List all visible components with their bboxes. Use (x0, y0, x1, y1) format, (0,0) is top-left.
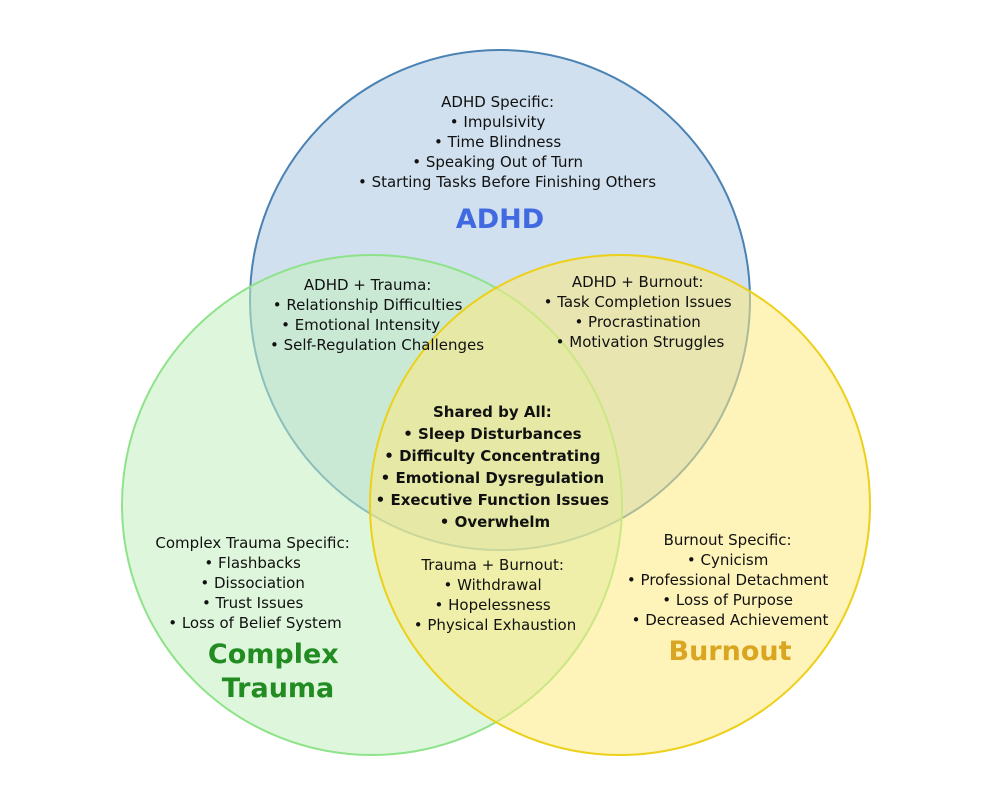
shared-by-all-item: • Sleep Disturbances (403, 425, 581, 443)
trauma-burnout-region: Trauma + Burnout: • Withdrawal • Hopeles… (414, 556, 577, 634)
trauma-burnout-item: • Physical Exhaustion (414, 616, 577, 634)
shared-by-all-item: • Difficulty Concentrating (384, 447, 600, 465)
trauma-burnout-item: • Withdrawal (444, 576, 542, 594)
trauma-specific-title: Complex Trauma Specific: (155, 534, 349, 552)
burnout-specific-item: • Loss of Purpose (662, 591, 793, 609)
shared-by-all-item: • Executive Function Issues (376, 491, 610, 509)
adhd-label: ADHD (456, 204, 544, 235)
shared-by-all-item: • Overwhelm (440, 513, 550, 531)
adhd-trauma-title: ADHD + Trauma: (304, 276, 431, 294)
trauma-specific-item: • Trust Issues (202, 594, 304, 612)
trauma-burnout-item: • Hopelessness (435, 596, 551, 614)
burnout-specific-item: • Decreased Achievement (632, 611, 829, 629)
adhd-specific-item: • Impulsivity (450, 113, 546, 131)
adhd-trauma-item: • Emotional Intensity (281, 316, 440, 334)
burnout-specific-title: Burnout Specific: (664, 531, 792, 549)
adhd-trauma-item: • Relationship Difficulties (273, 296, 463, 314)
burnout-specific-item: • Professional Detachment (627, 571, 828, 589)
adhd-burnout-item: • Task Completion Issues (544, 293, 732, 311)
trauma-specific-item: • Dissociation (200, 574, 304, 592)
adhd-trauma-item: • Self-Regulation Challenges (270, 336, 484, 354)
adhd-burnout-title: ADHD + Burnout: (572, 273, 704, 291)
complex-trauma-label: Complex Trauma (208, 639, 348, 704)
adhd-specific-item: • Speaking Out of Turn (412, 153, 583, 171)
adhd-trauma-region: ADHD + Trauma: • Relationship Difficulti… (270, 276, 484, 354)
shared-by-all-region: Shared by All: • Sleep Disturbances • Di… (376, 403, 615, 531)
burnout-specific-item: • Cynicism (687, 551, 768, 569)
shared-by-all-title: Shared by All: (433, 403, 552, 421)
adhd-specific-item: • Time Blindness (434, 133, 561, 151)
adhd-burnout-item: • Procrastination (574, 313, 700, 331)
adhd-specific-item: • Starting Tasks Before Finishing Others (358, 173, 656, 191)
burnout-circle (369, 254, 871, 756)
shared-by-all-item: • Emotional Dysregulation (381, 469, 604, 487)
adhd-specific-region: ADHD Specific: • Impulsivity • Time Blin… (358, 93, 656, 191)
burnout-specific-region: Burnout Specific: • Cynicism • Professio… (627, 531, 833, 629)
complex-trauma-label-line: Trauma (222, 673, 335, 704)
trauma-specific-item: • Loss of Belief System (168, 614, 342, 632)
complex-trauma-label-line: Complex (208, 639, 339, 670)
adhd-specific-title: ADHD Specific: (441, 93, 554, 111)
trauma-specific-region: Complex Trauma Specific: • Flashbacks • … (155, 534, 354, 632)
adhd-burnout-region: ADHD + Burnout: • Task Completion Issues… (544, 273, 737, 351)
burnout-label: Burnout (668, 636, 791, 667)
adhd-burnout-item: • Motivation Struggles (556, 333, 725, 351)
trauma-burnout-title: Trauma + Burnout: (420, 556, 564, 574)
trauma-specific-item: • Flashbacks (204, 554, 301, 572)
